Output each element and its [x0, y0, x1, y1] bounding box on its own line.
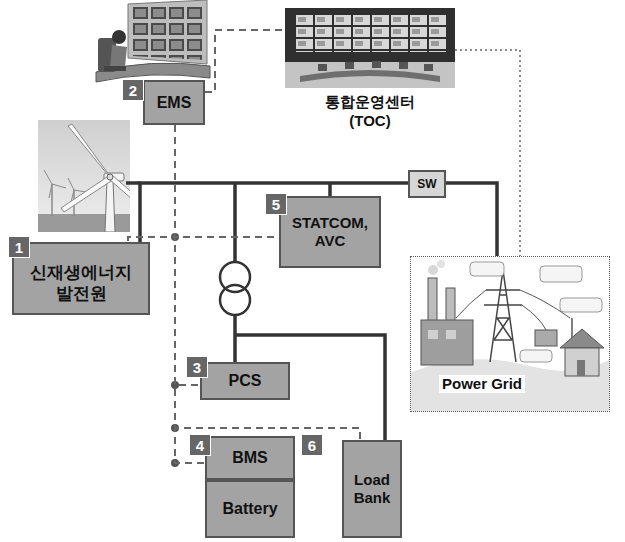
toc-illustration [285, 8, 455, 62]
power-grid-panel: Power Grid [410, 256, 610, 412]
toc-illustration [285, 8, 455, 88]
wind-turbine-photo [44, 170, 66, 198]
power-grid-illustration [470, 262, 504, 276]
wind-turbine-photo [68, 124, 112, 179]
wind-turbine-photo [38, 124, 130, 232]
box-label: 통합운영센터 (TOC) [314, 93, 426, 130]
power-grid-illustration [456, 290, 570, 330]
signal-line [175, 125, 200, 385]
toc-illustration [372, 61, 381, 68]
callout-number: 5 [265, 193, 287, 215]
toc-illustration [295, 14, 447, 52]
power-grid-illustration [421, 320, 473, 365]
toc-illustration [318, 64, 327, 71]
wind-turbine-photo [107, 174, 113, 180]
box-label: 신재생에너지 발전원 [19, 263, 143, 304]
callout-number: 6 [301, 434, 323, 456]
power-grid-illustration [520, 350, 552, 362]
ems-illustration [110, 45, 127, 67]
power-grid-illustration [565, 348, 599, 376]
battery-box: Battery [205, 480, 295, 538]
power-grid-illustration [535, 330, 557, 346]
box-label: PCS [229, 371, 262, 391]
statcom-box: STATCOM, AVC [279, 196, 381, 268]
box-label: Battery [222, 499, 277, 519]
power-grid-illustration [560, 329, 604, 348]
wind-turbine-photo [38, 120, 130, 232]
ems-illustration [96, 0, 210, 82]
signal-line [175, 125, 360, 440]
toc-illustration [399, 62, 408, 69]
box-label: Power Grid [439, 375, 525, 393]
power-grid-illustration [437, 260, 445, 268]
box-label: EMS [157, 93, 192, 113]
power-grid-illustration [446, 330, 456, 339]
toc-panel: 통합운영센터 (TOC) [285, 8, 455, 130]
power-grid-illustration [446, 288, 455, 322]
box-label: SW [417, 177, 436, 192]
power-grid-illustration [428, 278, 437, 322]
toc-illustration [300, 70, 440, 82]
generation-box: 신재생에너지 발전원 [12, 242, 150, 315]
bms-box: BMS [205, 436, 295, 480]
signal-line [128, 125, 175, 242]
signal-line [175, 125, 205, 463]
wind-turbine-photo [61, 177, 111, 212]
transformer-symbol [220, 262, 250, 292]
box-label: Load Bank [348, 471, 396, 508]
power-grid-illustration [411, 260, 609, 411]
power-grid-illustration [540, 266, 582, 282]
wind-turbine-photo [105, 180, 115, 232]
callout-number: 2 [122, 79, 144, 101]
power-wires [233, 315, 237, 362]
pcs-box: PCS [200, 362, 290, 400]
ems-illustration [112, 30, 126, 44]
power-wires [328, 183, 332, 196]
ems-box: EMS [143, 80, 205, 125]
toc-illustration [285, 62, 455, 88]
switch-box: SW [408, 170, 446, 198]
wind-turbine-photo [38, 120, 136, 232]
power-line [446, 183, 497, 256]
ems-illustration [104, 66, 126, 71]
ems-illustration [128, 0, 207, 64]
toc-illustration [345, 62, 354, 69]
power-grid-illustration [577, 360, 585, 376]
signal-line [205, 30, 285, 92]
transformer-symbol [220, 262, 250, 315]
signal-line [455, 50, 520, 256]
power-grid-illustration [428, 265, 438, 275]
power-wires [126, 183, 385, 440]
power-wires [126, 181, 140, 185]
power-grid-illustration [560, 298, 602, 312]
wind-turbine-photo [38, 214, 130, 232]
toc-illustration [424, 64, 433, 71]
box-label: BMS [232, 448, 268, 468]
load-bank-box: Load Bank [342, 440, 402, 538]
power-wires [233, 183, 237, 262]
transformer-symbol [220, 285, 250, 315]
box-label: STATCOM, AVC [285, 214, 375, 251]
power-grid-illustration [428, 330, 438, 339]
power-grid-illustration [484, 270, 522, 362]
power-grid-illustration [411, 359, 609, 411]
callout-number: 3 [186, 356, 208, 378]
ems-illustration [132, 3, 205, 60]
callout-number: 4 [189, 434, 211, 456]
callout-number: 1 [8, 236, 30, 258]
signal-line [175, 125, 279, 237]
